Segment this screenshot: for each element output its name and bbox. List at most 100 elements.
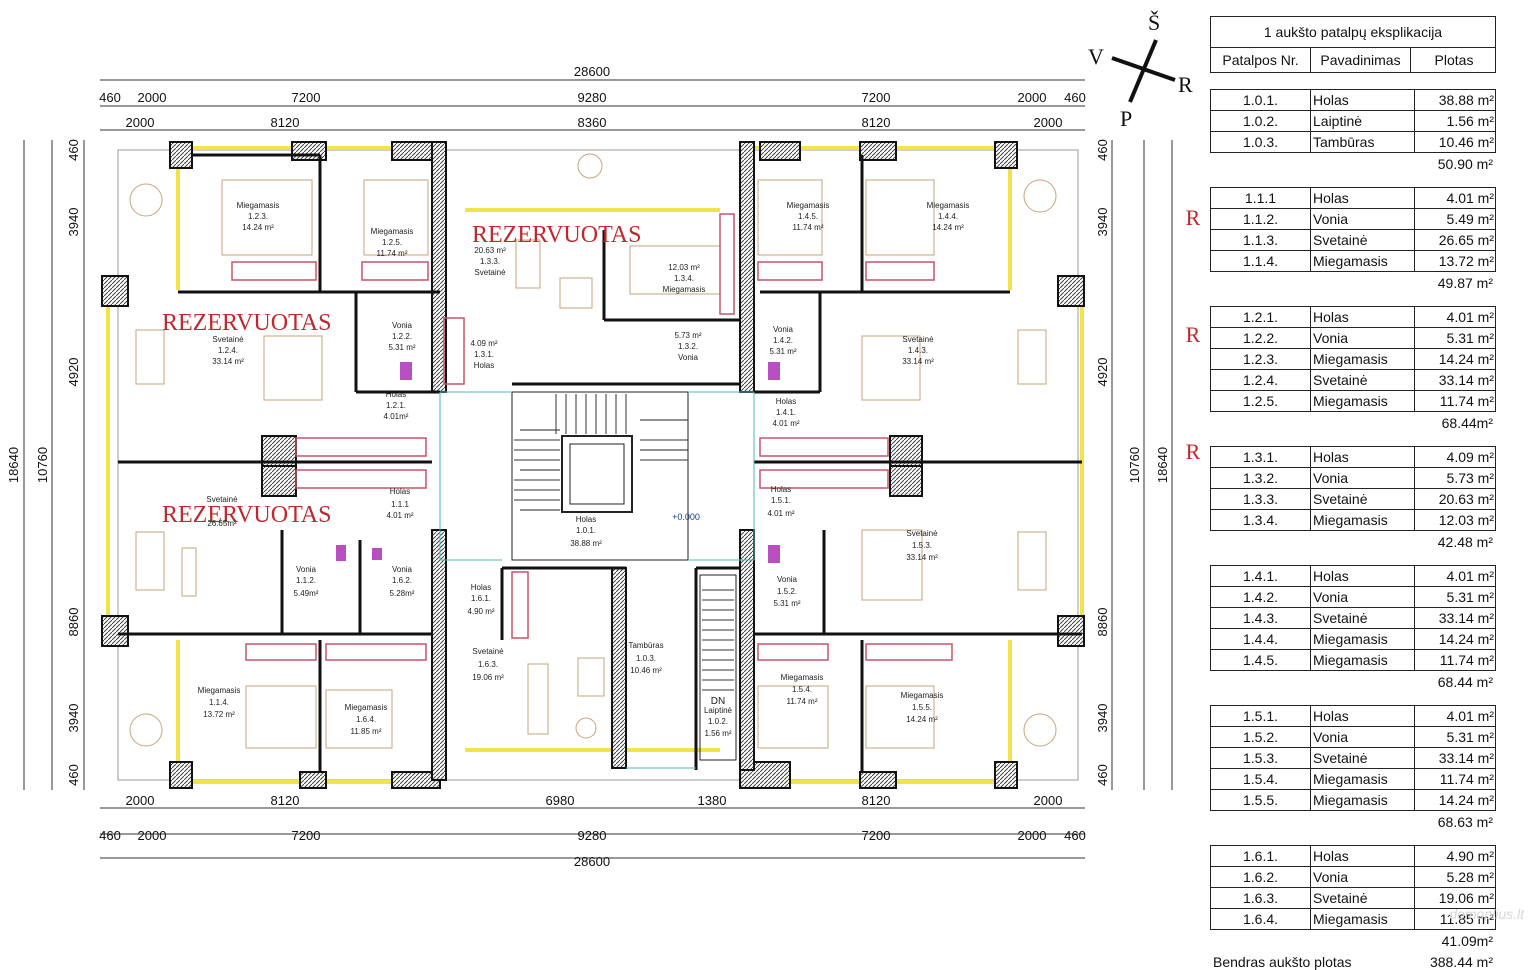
- svg-text:Miegamasis: Miegamasis: [781, 673, 824, 682]
- room-name: Tambūras: [1311, 132, 1415, 152]
- room-name: Vonia: [1311, 209, 1415, 229]
- svg-text:33.14 m²: 33.14 m²: [906, 553, 938, 562]
- svg-text:1.2.3.: 1.2.3.: [248, 212, 268, 221]
- room-area: 5.28 m²: [1446, 869, 1494, 885]
- room-name: Holas: [1311, 706, 1415, 726]
- reserved-stamps: REZERVUOTAS REZERVUOTAS REZERVUOTAS: [162, 222, 642, 528]
- dim-right-6: 460: [1095, 764, 1110, 786]
- room-name: Holas: [1311, 307, 1415, 327]
- room-number: 1.0.3.: [1211, 132, 1311, 152]
- svg-text:Vonia: Vonia: [777, 575, 798, 584]
- floor-total: Bendras aukšto plotas 388.44 m²: [1210, 954, 1496, 970]
- group-subtotal: 50.90 m²: [1437, 156, 1493, 172]
- svg-text:Miegamasis: Miegamasis: [198, 686, 241, 695]
- room-name: Miegamasis: [1311, 510, 1415, 530]
- header-number: Patalpos Nr.: [1211, 48, 1311, 72]
- room-area: 11.74 m²: [1439, 652, 1494, 668]
- room-area: 10.46 m²: [1438, 134, 1494, 150]
- room-label: Vonia 1.5.2. 5.31 m²: [773, 575, 800, 608]
- svg-text:14.24 m²: 14.24 m²: [932, 223, 964, 232]
- dim-bot-6: 2000: [1034, 793, 1063, 808]
- svg-text:1.5.3.: 1.5.3.: [912, 541, 932, 550]
- room-area: 11.74 m²: [1439, 771, 1494, 787]
- svg-text:4.09 m²: 4.09 m²: [470, 339, 497, 348]
- compass-icon: Š V R P: [1088, 10, 1193, 131]
- svg-text:1.0.1.: 1.0.1.: [576, 526, 596, 535]
- room-number: 1.2.2.: [1211, 328, 1311, 348]
- room-area: 4.90 m²: [1446, 848, 1494, 864]
- room-label: Holas 1.2.1. 4.01m²: [384, 390, 409, 421]
- room-name: Vonia: [1311, 468, 1415, 488]
- room-label: Holas 1.6.1. 4.90 m²: [467, 583, 494, 616]
- building-outline: [101, 141, 1085, 789]
- header-name: Pavadinimas: [1311, 48, 1411, 72]
- room-label: Holas 1.0.1. 38.88 m²: [570, 515, 602, 548]
- dim-bot-1: 2000: [126, 793, 155, 808]
- dim-bot-r2-6: 2000: [1018, 828, 1047, 843]
- dim-bottom-total: 28600: [574, 854, 610, 869]
- dim-right-mid: 10760: [1127, 447, 1142, 483]
- room-name: Holas: [1311, 188, 1415, 208]
- dim-left-6: 460: [66, 764, 81, 786]
- svg-text:Svetainė: Svetainė: [212, 335, 244, 344]
- room-area: 4.01 m²: [1446, 190, 1494, 206]
- svg-text:11.74 m²: 11.74 m²: [787, 697, 818, 706]
- room-area: 5.31 m²: [1446, 729, 1494, 745]
- svg-text:12.03 m²: 12.03 m²: [668, 263, 700, 272]
- room-name: Laiptinė: [1311, 111, 1415, 131]
- room-label: Vonia 1.6.2. 5.28m²: [390, 565, 415, 598]
- svg-text:5.31 m²: 5.31 m²: [388, 343, 415, 352]
- room-name: Miegamasis: [1311, 391, 1415, 411]
- svg-text:1.5.1.: 1.5.1.: [771, 496, 791, 505]
- dim-top-r2-3: 8360: [578, 115, 607, 130]
- room-label: Vonia 1.2.2. 5.31 m²: [388, 321, 415, 352]
- dim-bot-2: 8120: [271, 793, 300, 808]
- group-subtotal: 42.48 m²: [1437, 534, 1493, 550]
- room-area: 5.31 m²: [1446, 330, 1494, 346]
- svg-text:5.31 m²: 5.31 m²: [773, 599, 800, 608]
- reserved-label: REZERVUOTAS: [162, 502, 332, 528]
- svg-text:26.65m²: 26.65m²: [207, 519, 237, 528]
- svg-text:Holas: Holas: [474, 361, 494, 370]
- room-area: 5.49 m²: [1446, 211, 1494, 227]
- dim-right-1: 460: [1095, 139, 1110, 161]
- room-number: 1.0.2.: [1211, 111, 1311, 131]
- group-subtotal: 49.87 m²: [1437, 275, 1493, 291]
- room-area: 13.72 m²: [1438, 253, 1494, 269]
- dim-top-7: 460: [1064, 90, 1086, 105]
- svg-text:1.6.3.: 1.6.3.: [478, 660, 498, 669]
- room-area: 33.14 m²: [1438, 750, 1494, 766]
- room-label: Svetainė 26.65m²: [206, 495, 238, 528]
- svg-text:13.72 m²: 13.72 m²: [203, 710, 235, 719]
- svg-text:1.1.2.: 1.1.2.: [296, 576, 316, 585]
- level-mark: +0.000: [672, 512, 700, 522]
- dim-right-3: 4920: [1095, 358, 1110, 387]
- room-number: 1.5.2.: [1211, 727, 1311, 747]
- room-number: 1.4.1.: [1211, 566, 1311, 586]
- room-area: 38.88 m²: [1438, 92, 1494, 108]
- group-subtotal: 68.44 m²: [1437, 674, 1493, 690]
- svg-text:Vonia: Vonia: [296, 565, 317, 574]
- room-label: Holas 1.1.1 4.01 m²: [386, 487, 413, 520]
- svg-text:Miegamasis: Miegamasis: [927, 201, 970, 210]
- svg-text:33.14 m²: 33.14 m²: [902, 357, 934, 366]
- room-number: 1.3.4.: [1211, 510, 1311, 530]
- svg-text:1.5.5.: 1.5.5.: [912, 703, 932, 712]
- svg-text:Vonia: Vonia: [773, 325, 794, 334]
- room-label: Miegamasis 1.5.5. 14.24 m²: [901, 691, 944, 724]
- watermark: domoplius.lt: [1449, 906, 1524, 922]
- compass-south: P: [1120, 106, 1132, 131]
